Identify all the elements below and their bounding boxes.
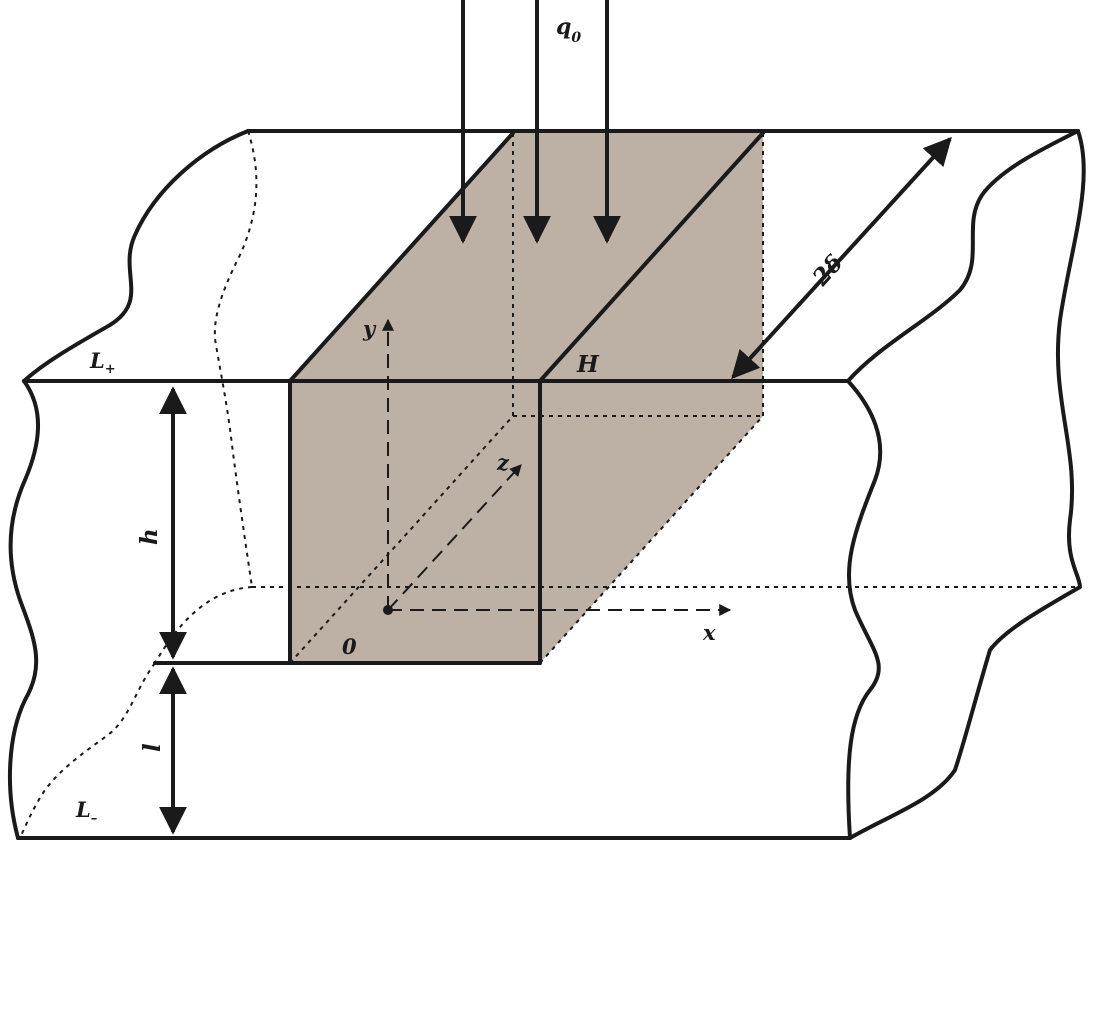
label-L-plus: L+: [89, 348, 116, 377]
label-y: y: [362, 316, 377, 341]
two-delta-dimension-arrow: [731, 136, 952, 380]
slab-outline: [7, 129, 1086, 840]
right-top-wavy-edge: [846, 129, 1080, 383]
insert-top-left-edge: [288, 131, 515, 383]
left-hidden-cut-upper: [213, 130, 258, 588]
heat-flux-arrows: [449, 0, 621, 244]
left-top-wavy-edge: [22, 129, 250, 383]
interface-plane-left-edge: [154, 586, 253, 664]
insert-side-face: [540, 133, 763, 663]
insert-bottom-diagonal-edge: [539, 415, 764, 664]
insert-outline: [288, 131, 765, 665]
insert-front-face: [290, 381, 540, 663]
left-hidden-cut-lower: [19, 662, 156, 839]
origin-point: [383, 605, 393, 615]
label-origin: 0: [342, 634, 357, 659]
label-z: z: [496, 450, 510, 475]
coordinate-axes: [382, 318, 732, 616]
right-front-wavy-edge: [846, 379, 883, 840]
z-axis: [387, 464, 522, 611]
insert-top-face: [290, 133, 763, 381]
label-H: H: [576, 351, 600, 378]
label-q0: q0: [556, 14, 581, 46]
insert-hidden-diagonal-edge: [289, 415, 514, 664]
insert-block: [290, 133, 763, 663]
left-front-wavy-edge: [7, 379, 41, 840]
label-x: x: [702, 620, 716, 645]
dimension-arrows: [159, 136, 952, 835]
label-l: l: [139, 743, 166, 752]
label-L-minus: L–: [75, 797, 97, 826]
insert-top-right-edge: [538, 131, 765, 383]
right-back-wavy-edge: [848, 129, 1086, 840]
label-h: h: [136, 528, 163, 545]
